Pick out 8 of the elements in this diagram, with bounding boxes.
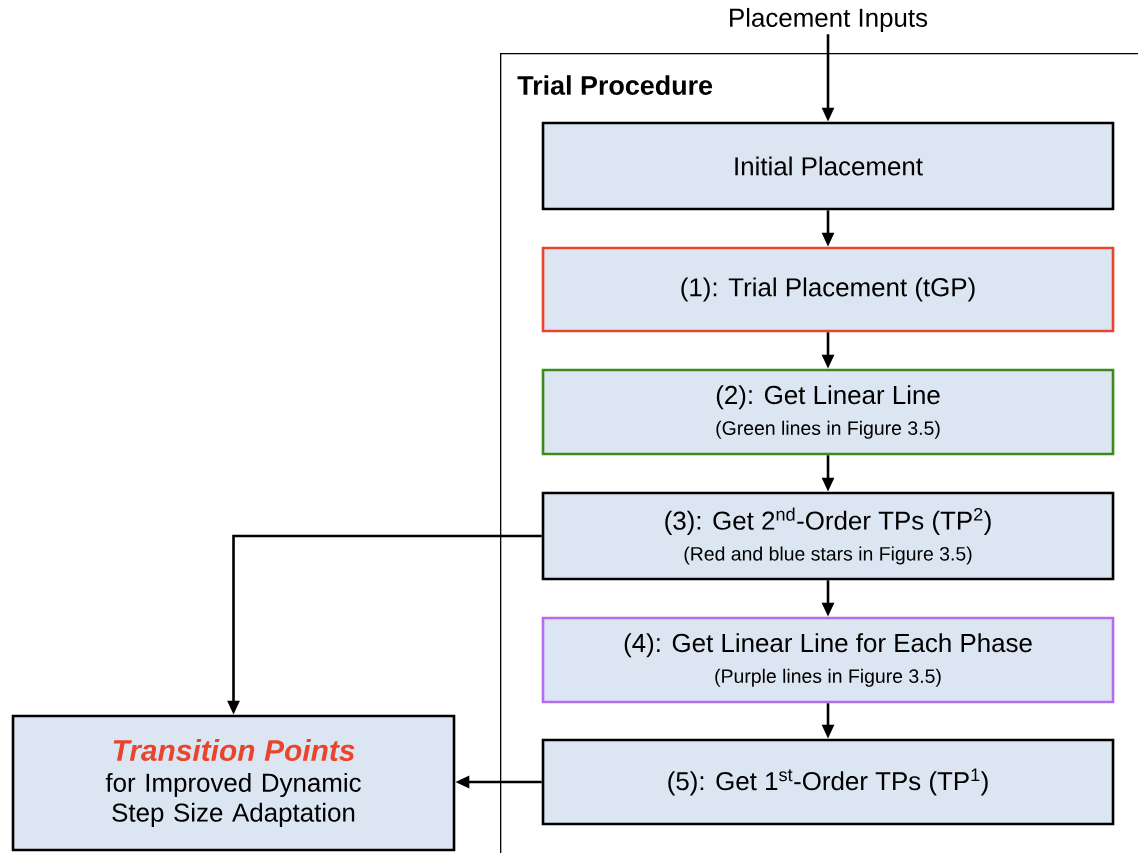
result-box: Transition Points for Improved Dynamic Step Size Adaptation [11, 714, 456, 852]
input-label: Placement Inputs [730, 7, 928, 33]
step-box: Initial Placement [541, 121, 1115, 211]
step-box: (3): Get 2$^{nd}$-Order TPs (TP$^{2}$) (Red and blue stars in Figure 3.5) [541, 491, 1115, 581]
step-box: (2): Get Linear Line (Green lines in Figure 3.5) [541, 368, 1115, 456]
step-box: (5): Get 1$^{st}$-Order TPs (TP$^{1}$) [541, 738, 1115, 826]
step-box: (1): Trial Placement (tGP) [541, 246, 1115, 333]
step-box: (4): Get Linear Line for Each Phase (Purple lines in Figure 3.5) [541, 616, 1115, 704]
